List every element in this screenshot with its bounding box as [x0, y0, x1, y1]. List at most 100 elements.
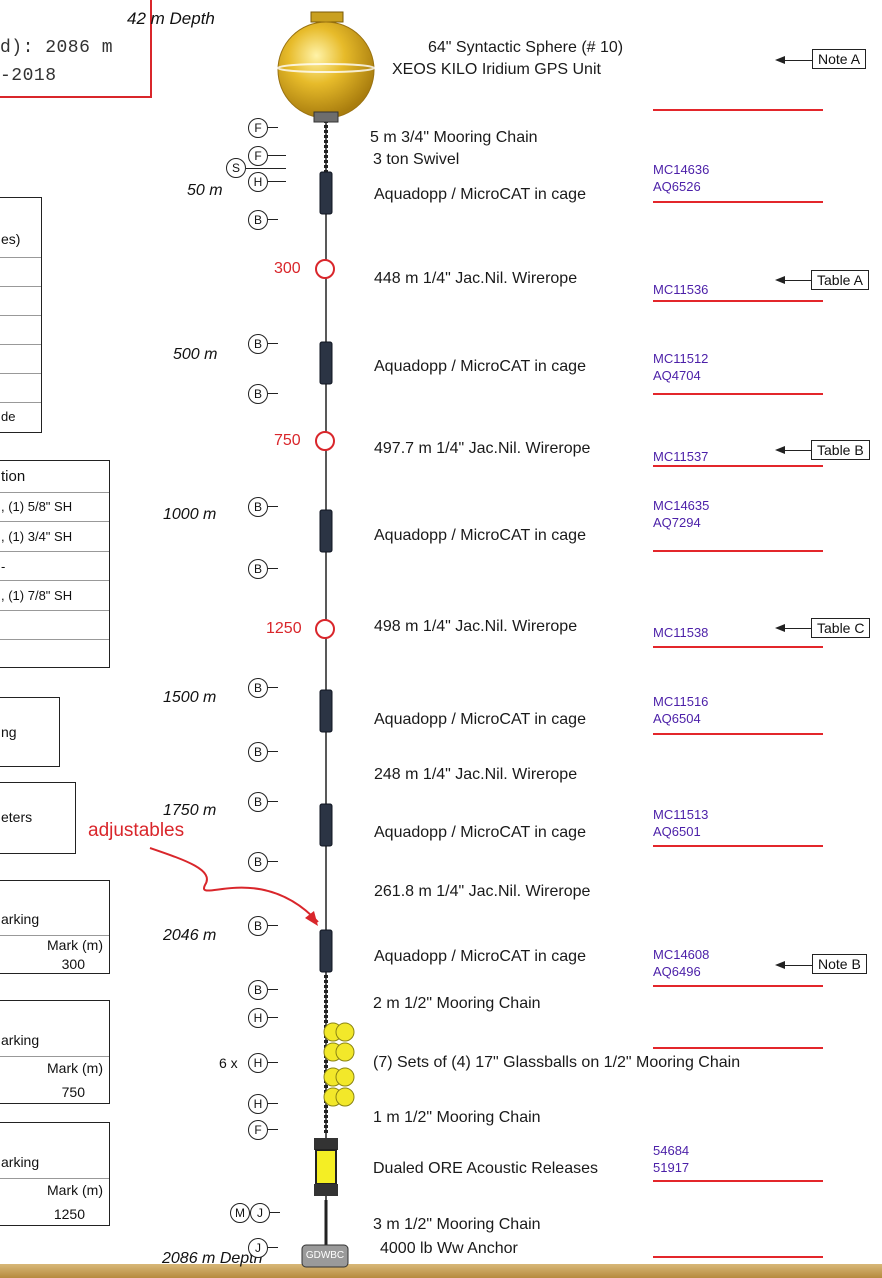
table-a-callout[interactable]: Table A	[811, 270, 869, 290]
hardware-b-icon: B	[248, 384, 268, 404]
marking-table-2-col: Mark (m)	[47, 1060, 103, 1076]
hardware-m-icon: M	[230, 1203, 250, 1223]
serial-inst-3-b: AQ7294	[653, 515, 701, 530]
marking-table-1-title: arking	[1, 911, 40, 927]
component-wire-1: 448 m 1/4" Jac.Nil. Wirerope	[374, 270, 578, 287]
hardware-b-icon: B	[248, 916, 268, 936]
info-box-line-1: d): 2086 m	[0, 38, 114, 58]
left-box-3: ng	[0, 697, 60, 767]
hardware-b-icon: B	[248, 980, 268, 1000]
hardware-f-icon: F	[248, 118, 268, 138]
hardware-j-icon: J	[248, 1238, 268, 1258]
serial-wire-2: MC11537	[653, 449, 709, 464]
hardware-b-icon: B	[248, 334, 268, 354]
red-line	[653, 465, 823, 467]
depth-label-1000: 1000 m	[163, 506, 217, 523]
component-instrument-6: Aquadopp / MicroCAT in cage	[374, 948, 586, 965]
seabed	[0, 1264, 882, 1278]
left-table-1-last: de	[1, 409, 16, 424]
glassball-multiplier: 6 x	[219, 1055, 238, 1071]
left-table-2-row-4: , (1) 7/8" SH	[1, 588, 73, 603]
serial-inst-4-a: MC11516	[653, 694, 709, 709]
component-instrument-2: Aquadopp / MicroCAT in cage	[374, 358, 586, 375]
component-instrument-4: Aquadopp / MicroCAT in cage	[374, 711, 586, 728]
hardware-b-icon: B	[248, 497, 268, 517]
acoustic-release-icon	[314, 1138, 338, 1196]
red-line	[653, 201, 823, 203]
serial-inst-1-b: AQ6526	[653, 179, 701, 194]
marking-table-1: arking Mark (m) 300	[0, 880, 110, 974]
serial-wire-1: MC11536	[653, 282, 709, 297]
serial-inst-5-a: MC11513	[653, 807, 709, 822]
table-c-callout[interactable]: Table C	[811, 618, 871, 638]
depth-label-500: 500 m	[173, 346, 218, 363]
top-depth-label: 42 m Depth	[127, 9, 215, 28]
hardware-b-icon: B	[248, 852, 268, 872]
left-table-2-row-2: , (1) 3/4" SH	[1, 529, 73, 544]
adjustables-label: adjustables	[88, 820, 185, 841]
marking-table-3-value: 1250	[53, 1206, 85, 1222]
marking-table-1-col: Mark (m)	[47, 937, 103, 953]
red-line	[653, 550, 823, 552]
hardware-f-icon: F	[248, 1120, 268, 1140]
syntactic-sphere-icon	[277, 11, 375, 123]
left-table-2-row-3: -	[1, 559, 6, 574]
depth-label-1500: 1500 m	[163, 689, 217, 706]
hardware-s-icon: S	[226, 158, 246, 178]
component-wire-5: 261.8 m 1/4" Jac.Nil. Wirerope	[374, 883, 591, 900]
component-instrument-3: Aquadopp / MicroCAT in cage	[374, 527, 586, 544]
serial-inst-3-a: MC14635	[653, 498, 710, 513]
red-line	[653, 1256, 823, 1258]
note-a-callout[interactable]: Note A	[812, 49, 867, 69]
serial-release-a: 54684	[653, 1143, 690, 1158]
hardware-b-icon: B	[248, 678, 268, 698]
serial-inst-2-a: MC11512	[653, 351, 709, 366]
red-line	[653, 733, 823, 735]
anchor-label: GDWBC	[305, 1250, 345, 1261]
component-glassballs: (7) Sets of (4) 17" Glassballs on 1/2" M…	[373, 1054, 741, 1071]
marker-label-300: 300	[274, 260, 301, 277]
marking-table-2: arking Mark (m) 750	[0, 1000, 110, 1104]
marking-table-3: arking Mark (m) 1250	[0, 1122, 110, 1226]
serial-inst-4-b: AQ6504	[653, 711, 701, 726]
marking-table-3-title: arking	[1, 1154, 40, 1170]
bottom-depth-label: 2086 m Depth	[162, 1250, 263, 1267]
depth-label-2046: 2046 m	[163, 927, 217, 944]
hardware-b-icon: B	[248, 792, 268, 812]
serial-inst-1-a: MC14636	[653, 162, 710, 177]
marking-table-1-value: 300	[61, 956, 85, 972]
left-table-1: es) de	[0, 197, 42, 433]
anchor-icon	[301, 1244, 349, 1268]
note-b-callout[interactable]: Note B	[812, 954, 867, 974]
hardware-b-icon: B	[248, 742, 268, 762]
hardware-h-icon: H	[248, 1053, 268, 1073]
left-table-2: tion , (1) 5/8" SH , (1) 3/4" SH - , (1)…	[0, 460, 110, 668]
instrument-cage-icon	[319, 171, 333, 973]
component-wire-3: 498 m 1/4" Jac.Nil. Wirerope	[374, 618, 578, 635]
component-chain-1: 5 m 3/4" Mooring Chain	[370, 129, 538, 146]
component-instrument-1: Aquadopp / MicroCAT in cage	[374, 186, 586, 203]
component-chain-4: 3 m 1/2" Mooring Chain	[373, 1216, 541, 1233]
hardware-h-icon: H	[248, 1094, 268, 1114]
hardware-h-icon: H	[248, 1008, 268, 1028]
component-wire-4: 248 m 1/4" Jac.Nil. Wirerope	[374, 766, 578, 783]
component-instrument-5: Aquadopp / MicroCAT in cage	[374, 824, 586, 841]
info-box: d): 2086 m -2018	[0, 0, 152, 98]
marker-label-750: 750	[274, 432, 301, 449]
marking-table-2-title: arking	[1, 1032, 40, 1048]
depth-label-1750: 1750 m	[163, 802, 217, 819]
serial-inst-2-b: AQ4704	[653, 368, 701, 383]
serial-inst-6-b: AQ6496	[653, 964, 701, 979]
red-line	[653, 1180, 823, 1182]
table-b-callout[interactable]: Table B	[811, 440, 870, 460]
info-box-line-2: -2018	[0, 66, 57, 86]
hardware-f-icon: F	[248, 146, 268, 166]
left-box-4: eters	[0, 782, 76, 854]
depth-label-50: 50 m	[187, 182, 223, 199]
marking-table-3-col: Mark (m)	[47, 1182, 103, 1198]
wire-marker-circle-icon	[315, 259, 335, 639]
serial-inst-6-a: MC14608	[653, 947, 710, 962]
red-line	[653, 646, 823, 648]
red-line	[653, 300, 823, 302]
